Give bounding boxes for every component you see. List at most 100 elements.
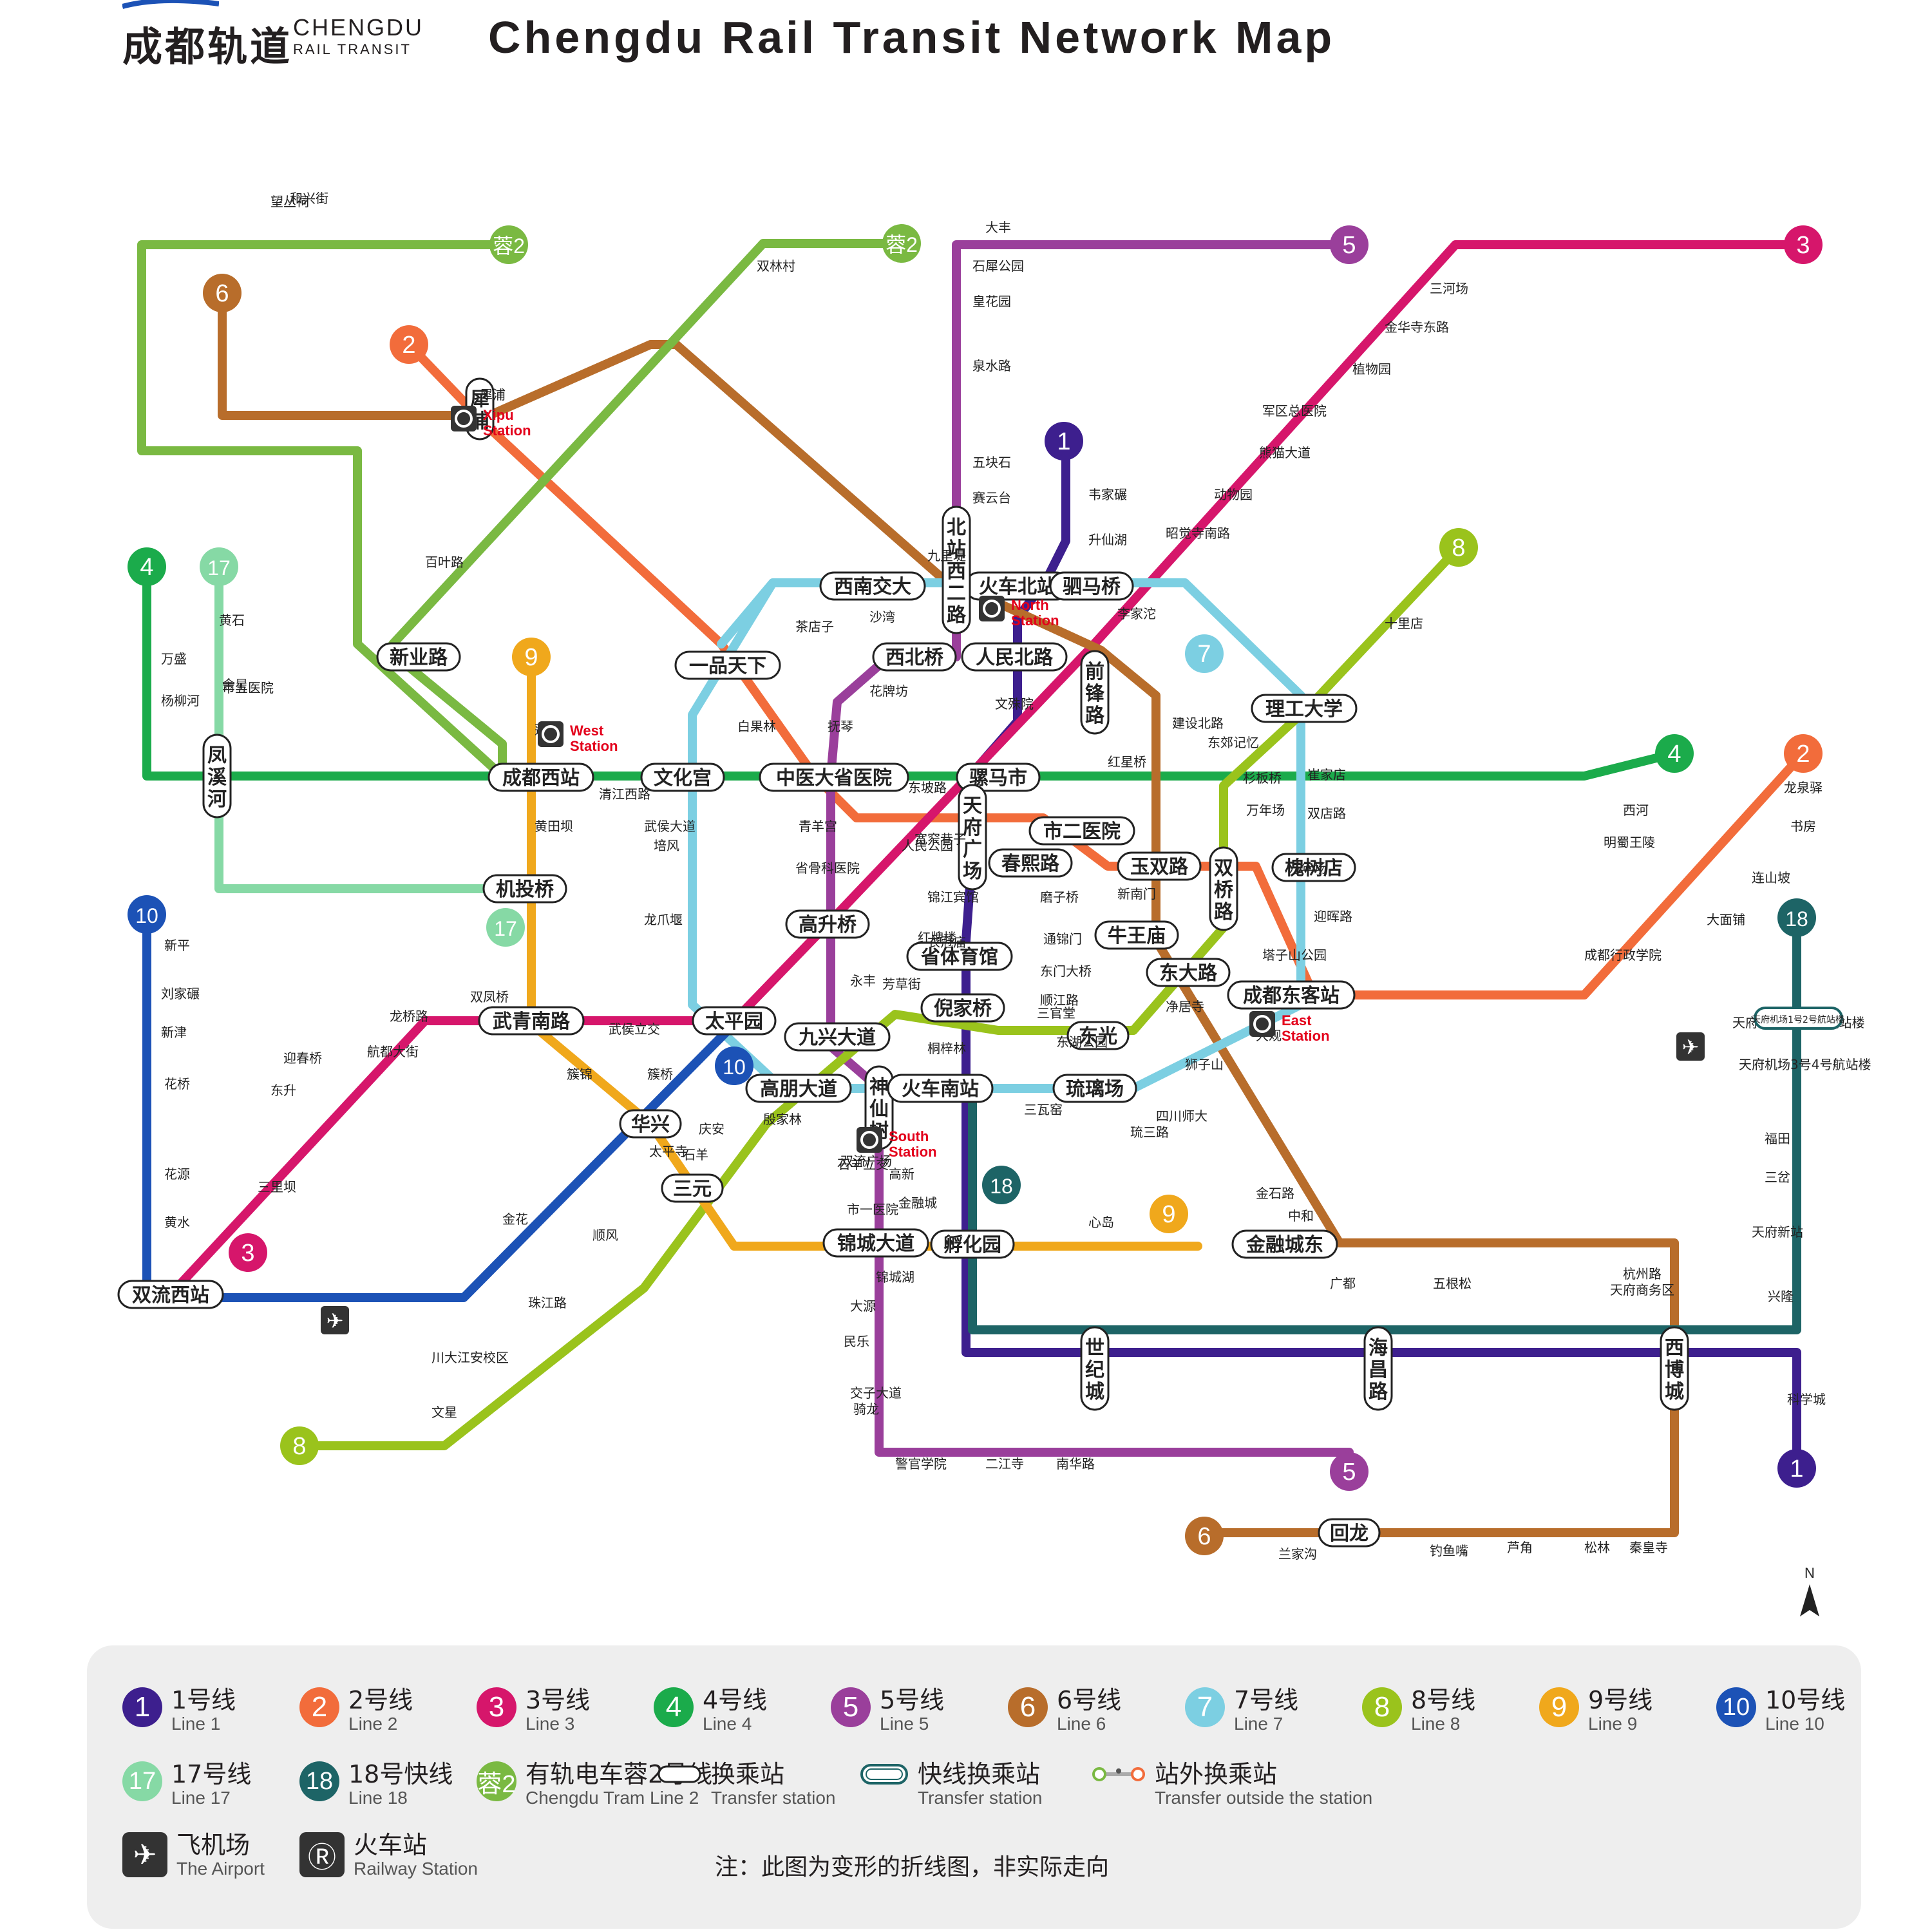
station-label[interactable]: 南华路 bbox=[1056, 1456, 1095, 1472]
line-17-route[interactable] bbox=[214, 562, 536, 893]
station-label[interactable]: 杨柳河 bbox=[161, 693, 200, 708]
station-label[interactable]: 桐梓林 bbox=[927, 1041, 966, 1056]
station-label[interactable]: 中和 bbox=[1288, 1208, 1314, 1224]
station-label[interactable]: 五根松 bbox=[1433, 1276, 1472, 1291]
station-label[interactable]: 新平 bbox=[164, 938, 190, 953]
station-label[interactable]: 武侯立交 bbox=[609, 1021, 660, 1037]
station-label[interactable]: 金石路 bbox=[1256, 1186, 1294, 1201]
station-label[interactable]: 福田 bbox=[1765, 1131, 1790, 1146]
station-label[interactable]: 新津 bbox=[161, 1025, 187, 1040]
station-label[interactable]: 锦城湖 bbox=[876, 1269, 914, 1285]
station-label[interactable]: 市一医院 bbox=[847, 1202, 898, 1217]
line-badge-10[interactable]: 10 bbox=[715, 1046, 753, 1085]
transfer-station[interactable]: 高升桥 bbox=[785, 909, 870, 939]
line-10-route[interactable] bbox=[142, 910, 739, 1302]
transfer-station[interactable]: 凤溪河 bbox=[202, 734, 232, 819]
transfer-station[interactable]: 东光 bbox=[1066, 1021, 1130, 1050]
station-label[interactable]: 红牌楼 bbox=[918, 930, 956, 945]
line-8-route[interactable] bbox=[295, 543, 1463, 1450]
station-label[interactable]: 天府新站 bbox=[1752, 1224, 1803, 1240]
station-label[interactable]: 犀浦 bbox=[480, 387, 506, 402]
station-label[interactable]: 衣冠庙 bbox=[927, 934, 966, 950]
station-label[interactable]: 广都 bbox=[1330, 1276, 1356, 1291]
station-label[interactable]: 磨子桥 bbox=[1040, 889, 1079, 905]
station-label[interactable]: 十里店 bbox=[1385, 616, 1423, 631]
station-label[interactable]: 崔家店 bbox=[1307, 767, 1346, 782]
station-label[interactable]: 芳草街 bbox=[882, 976, 921, 992]
station-label[interactable]: 昭觉寺南路 bbox=[1166, 526, 1230, 541]
station-label[interactable]: 宽窄巷子 bbox=[914, 831, 966, 847]
station-label[interactable]: 龙爪堰 bbox=[644, 912, 683, 927]
station-label[interactable]: 太平寺 bbox=[649, 1144, 688, 1159]
transfer-station[interactable]: 火车北站 bbox=[964, 571, 1071, 601]
station-label[interactable]: 茶店子 bbox=[795, 619, 834, 634]
transfer-station[interactable]: 双流西站 bbox=[117, 1280, 224, 1309]
station-label[interactable]: 花牌坊 bbox=[869, 683, 908, 699]
line-badge-6[interactable]: 6 bbox=[1185, 1517, 1224, 1555]
transfer-station[interactable]: 火车南站 bbox=[887, 1074, 994, 1103]
station-label[interactable]: 双店路 bbox=[1307, 806, 1346, 821]
transfer-station[interactable]: 骡马市 bbox=[956, 762, 1041, 792]
station-label[interactable]: 李家沱 bbox=[1117, 606, 1156, 621]
station-label[interactable]: 青羊宫 bbox=[799, 819, 837, 834]
station-label[interactable]: 琉三路 bbox=[1130, 1124, 1169, 1140]
station-label[interactable]: 升仙湖 bbox=[1088, 532, 1127, 547]
station-label[interactable]: 四川师大 bbox=[1156, 1108, 1208, 1124]
station-label[interactable]: 三官堂 bbox=[1037, 1005, 1075, 1021]
station-label[interactable]: 东门大桥 bbox=[1040, 963, 1092, 979]
station-label[interactable]: 高新 bbox=[889, 1166, 914, 1182]
transfer-station[interactable]: 理工大学 bbox=[1251, 694, 1358, 723]
transfer-station[interactable]: 文化宫 bbox=[640, 762, 725, 792]
station-label[interactable]: 万年场 bbox=[1288, 860, 1327, 876]
station-label[interactable]: 书房 bbox=[1790, 819, 1816, 834]
station-label[interactable]: 望丛祠 bbox=[270, 194, 309, 209]
transfer-station[interactable]: 春熙路 bbox=[988, 848, 1073, 878]
line-badge-3[interactable]: 3 bbox=[1784, 225, 1823, 264]
station-label[interactable]: 文星 bbox=[431, 1405, 457, 1420]
transfer-station[interactable]: 西南交大 bbox=[819, 571, 926, 601]
line-badge-3[interactable]: 3 bbox=[229, 1233, 267, 1272]
line-badge-5[interactable]: 5 bbox=[1330, 225, 1368, 264]
transfer-station[interactable]: 武青南路 bbox=[478, 1006, 585, 1036]
station-label[interactable]: 通锦门 bbox=[1043, 931, 1082, 947]
line-badge-8[interactable]: 8 bbox=[280, 1426, 319, 1465]
station-label[interactable]: 净居寺 bbox=[1166, 999, 1204, 1014]
station-label[interactable]: 杭州路 bbox=[1623, 1266, 1662, 1282]
station-label[interactable]: 赛云台 bbox=[972, 490, 1011, 506]
station-label[interactable]: 杉板桥 bbox=[1243, 770, 1282, 786]
transfer-station[interactable]: 锦城大道 bbox=[822, 1228, 929, 1258]
station-label[interactable]: 韦家碾 bbox=[1088, 487, 1127, 502]
transfer-station[interactable]: 双桥路 bbox=[1209, 846, 1238, 931]
station-label[interactable]: 双林村 bbox=[757, 258, 795, 274]
transfer-station[interactable]: 九兴大道 bbox=[784, 1022, 891, 1052]
station-label[interactable]: 民乐 bbox=[844, 1334, 869, 1349]
line-badge-8[interactable]: 8 bbox=[1439, 528, 1478, 567]
line-badge-10[interactable]: 10 bbox=[128, 895, 166, 934]
line-badge-蓉2[interactable]: 蓉2 bbox=[489, 225, 528, 264]
station-label[interactable]: 兴隆 bbox=[1768, 1289, 1794, 1304]
transfer-station[interactable]: 世纪城 bbox=[1080, 1326, 1110, 1411]
station-label[interactable]: 新南门 bbox=[1117, 886, 1156, 902]
station-label[interactable]: 金花 bbox=[502, 1211, 528, 1227]
transfer-station[interactable]: 西博城 bbox=[1660, 1326, 1689, 1411]
station-label[interactable]: 东坡路 bbox=[908, 780, 947, 795]
transfer-station[interactable]: 中医大省医院 bbox=[759, 762, 909, 792]
station-label[interactable]: 金融城 bbox=[898, 1195, 937, 1211]
transfer-station[interactable]: 机投桥 bbox=[482, 874, 567, 904]
station-label[interactable]: 万盛 bbox=[161, 651, 187, 667]
station-label[interactable]: 殷家林 bbox=[763, 1112, 802, 1127]
station-label[interactable]: 交子大道 bbox=[850, 1385, 902, 1401]
line-badge-17[interactable]: 17 bbox=[200, 547, 238, 586]
station-label[interactable]: 明蜀王陵 bbox=[1604, 835, 1655, 850]
station-label[interactable]: 珠江路 bbox=[528, 1295, 567, 1311]
station-label[interactable]: 百叶路 bbox=[425, 554, 464, 570]
transfer-station[interactable]: 太平园 bbox=[692, 1006, 777, 1036]
transfer-station[interactable]: 省体育馆 bbox=[906, 942, 1013, 971]
transfer-station[interactable]: 玉双路 bbox=[1117, 851, 1202, 881]
station-label[interactable]: 黄水 bbox=[164, 1215, 190, 1230]
station-label[interactable]: 永丰 bbox=[850, 973, 876, 989]
station-label[interactable]: 迎春桥 bbox=[283, 1050, 322, 1066]
